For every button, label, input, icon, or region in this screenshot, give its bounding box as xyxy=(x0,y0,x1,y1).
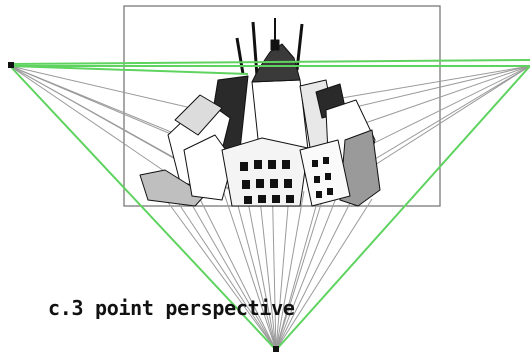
guide-line-bottom-2 xyxy=(164,182,277,351)
left-to-top-line xyxy=(9,65,249,75)
guide-line-right-1 xyxy=(329,65,530,101)
guide-line-right-3 xyxy=(359,65,530,151)
horizon-line-upper xyxy=(9,59,530,65)
guide-line-bottom-12 xyxy=(275,198,319,351)
guide-line-bottom-7 xyxy=(245,190,277,351)
city-illustration xyxy=(139,18,381,207)
building-left-low xyxy=(139,169,206,207)
guide-line-bottom-4 xyxy=(199,198,277,351)
guide-line-left-5 xyxy=(9,65,186,141)
guide-line-right-2 xyxy=(344,65,530,131)
guide-line-bottom-5 xyxy=(217,174,277,351)
central-tower-roof xyxy=(251,43,301,83)
vanishing-point-bottom xyxy=(273,346,279,352)
guide-line-left-6 xyxy=(9,65,171,176)
guide-line-bottom-10 xyxy=(275,182,291,351)
vanishing-point-left xyxy=(8,62,14,68)
building-far-left-roof xyxy=(174,94,223,136)
antenna-mid xyxy=(251,21,259,77)
caption: c.3 point perspective xyxy=(48,296,295,320)
building-front-windows xyxy=(240,160,294,204)
antenna-right xyxy=(295,23,304,71)
left-outer-line xyxy=(9,65,277,351)
building-right-box-windows xyxy=(312,157,333,198)
guide-line-bottom-11 xyxy=(275,190,305,351)
guide-line-left-1 xyxy=(9,65,201,111)
guide-line-bottom-15 xyxy=(275,190,357,351)
guide-line-bottom-6 xyxy=(231,182,277,351)
guide-line-bottom-1 xyxy=(147,174,277,351)
antenna-left xyxy=(235,37,245,75)
guide-line-bottom-16 xyxy=(275,198,373,351)
guide-line-bottom-13 xyxy=(275,174,331,351)
horizon-lines xyxy=(9,59,530,351)
right-outer-line xyxy=(275,65,530,351)
guide-line-bottom-3 xyxy=(183,190,277,351)
guide-line-bottom-8 xyxy=(259,198,277,351)
guide-line-bottom-14 xyxy=(275,182,343,351)
